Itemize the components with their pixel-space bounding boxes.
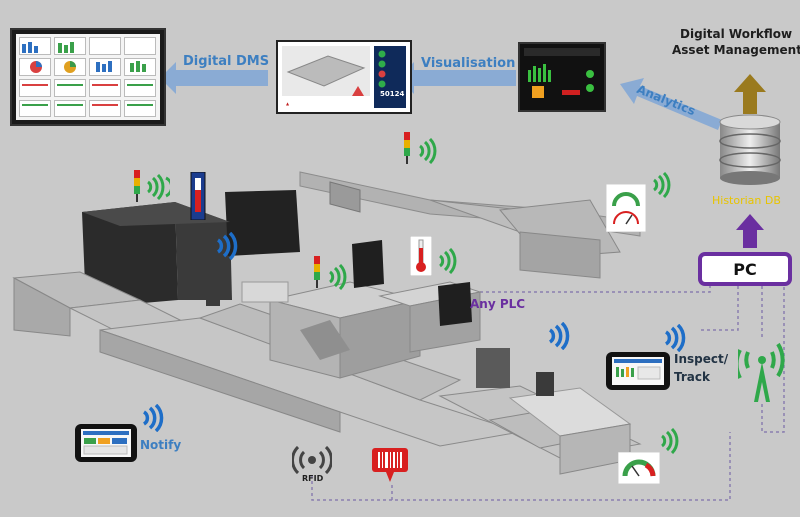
stack-light-icon [314, 256, 320, 288]
gauge-icon [606, 184, 646, 232]
dashboard-counter: 50124 [380, 90, 405, 98]
link-pc-inspect [700, 286, 739, 331]
svg-text:▲: ▲ [286, 101, 290, 106]
wifi-icon [328, 264, 347, 290]
label-visualisation: Visualisation [421, 56, 516, 71]
wifi-icon [418, 138, 437, 164]
label-workflow-line1: Digital Workflow [680, 27, 793, 41]
pc-node: PC [698, 252, 792, 286]
label-notify: Notify [140, 438, 182, 452]
label-inspect: Inspect/ [674, 352, 729, 366]
database-icon [719, 114, 781, 185]
dms-monitor [10, 28, 166, 126]
link-plc-pc [468, 286, 711, 293]
gauge-icon [618, 452, 660, 484]
label-track: Track [674, 370, 710, 384]
wifi-icon [146, 174, 170, 200]
wifi-icon [216, 232, 238, 260]
stack-light-icon [134, 170, 140, 202]
wifi-icon [652, 172, 671, 198]
stack-light-icon [404, 132, 410, 164]
signal-tower-icon [738, 342, 785, 402]
arrow-to-visualisation [398, 62, 516, 94]
level-meter-icon [190, 172, 206, 220]
wifi-icon [438, 248, 457, 274]
thermometer-icon [410, 236, 432, 276]
inspect-tablet [606, 352, 670, 390]
label-any-plc: Any PLC [470, 297, 526, 311]
wifi-icon [142, 404, 164, 432]
label-digital-dms: Digital DMS [183, 54, 270, 69]
visualisation-monitor: ▲ 50124 [276, 40, 412, 114]
arrow-to-dms [160, 62, 268, 94]
label-rfid: RFID [302, 474, 324, 483]
wifi-icon [664, 324, 686, 352]
label-workflow-line2: Asset Management [672, 43, 800, 57]
arrow-to-historian [736, 214, 764, 248]
notify-tablet [75, 424, 137, 462]
barcode-scanner-icon [372, 448, 408, 482]
link-bottom-bus [311, 432, 731, 501]
wifi-icon [660, 428, 679, 454]
wifi-icon [548, 322, 570, 350]
arrow-analytics [620, 78, 722, 130]
rfid-icon [292, 446, 332, 474]
label-historian-db: Historian DB [712, 194, 781, 207]
analytics-monitor [518, 42, 606, 112]
arrow-to-workflow [734, 74, 766, 114]
